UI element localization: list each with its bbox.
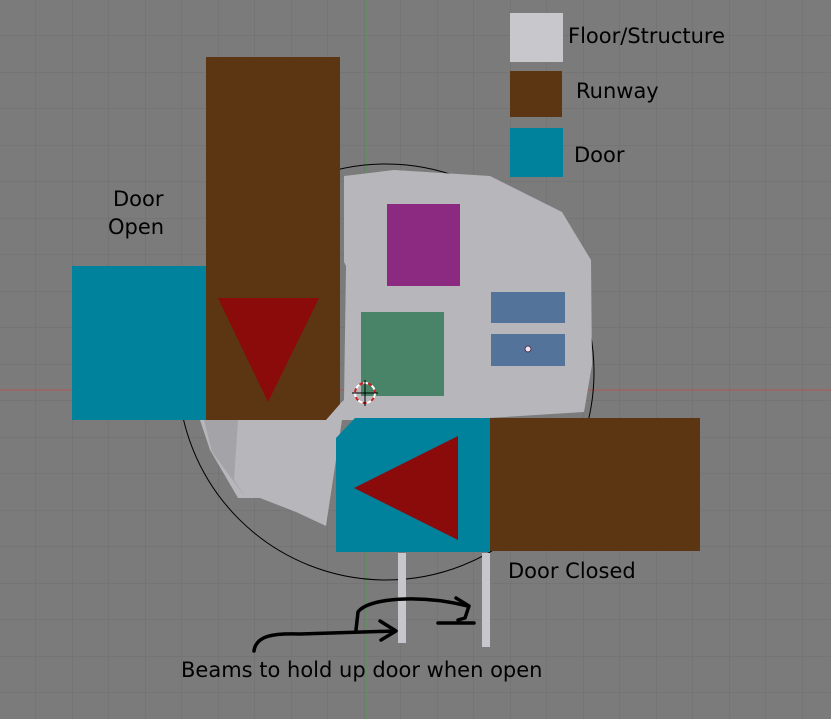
runway-horizontal[interactable] <box>490 418 700 551</box>
beam-right[interactable] <box>482 553 490 647</box>
blue-block-top[interactable] <box>491 292 565 323</box>
legend-label-floor: Floor/Structure <box>568 24 726 48</box>
legend-label-door: Door <box>574 143 625 167</box>
purple-block[interactable] <box>387 204 460 286</box>
annotation-arrows <box>252 596 476 653</box>
legend-swatch-runway <box>510 71 562 117</box>
door-open-label-line2: Open <box>108 215 165 239</box>
open-door-panel[interactable] <box>72 266 207 420</box>
3d-cursor-icon[interactable] <box>352 380 378 406</box>
down-arrow-triangle <box>218 298 319 402</box>
left-arrow-triangle <box>354 436 458 540</box>
vertex-dot <box>524 345 532 353</box>
floor-shadow <box>204 420 246 498</box>
legend-label-runway: Runway <box>576 79 659 103</box>
door-closed-label: Door Closed <box>508 559 636 583</box>
legend-swatch-floor <box>510 13 563 62</box>
door-open-label-line1: Door <box>113 187 164 211</box>
beams-note-label: Beams to hold up door when open <box>181 658 543 682</box>
legend-swatch-door <box>510 128 563 177</box>
green-block[interactable] <box>361 312 444 396</box>
